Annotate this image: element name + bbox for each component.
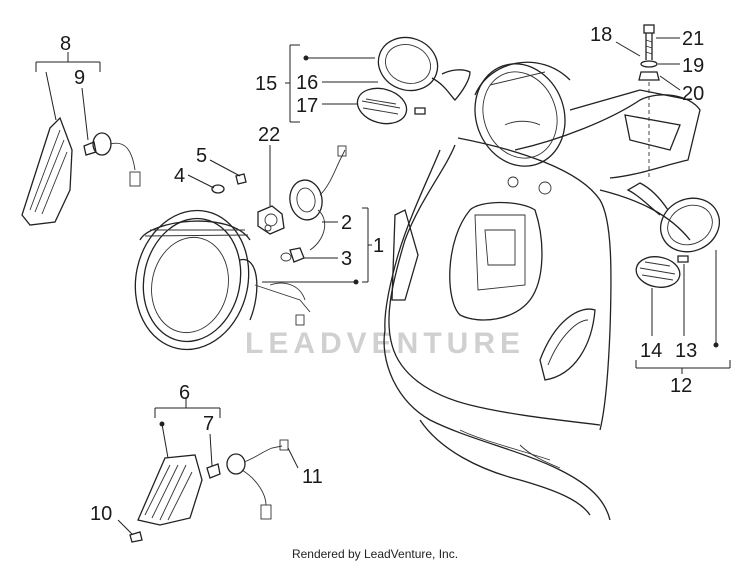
callout-20: 20 (682, 83, 704, 105)
reflector-part-14[interactable] (634, 253, 683, 290)
callout-17: 17 (296, 95, 318, 117)
callout-16: 16 (296, 72, 318, 94)
front-shield-body (383, 61, 701, 521)
callout-15: 15 (255, 73, 277, 95)
nut-part-20[interactable] (638, 71, 660, 81)
callout-6: 6 (179, 382, 190, 404)
callout-labels: 8 9 5 4 22 2 3 1 15 16 17 18 21 19 20 14… (60, 24, 704, 525)
bulb-cover-part-2[interactable] (287, 145, 347, 251)
screw-part-13[interactable] (677, 255, 689, 263)
callout-14: 14 (640, 340, 662, 362)
bolt-part-21[interactable] (643, 24, 655, 60)
callout-21: 21 (682, 28, 704, 50)
screw-part-10[interactable] (129, 531, 143, 543)
bulb-socket-part-9[interactable] (83, 132, 141, 187)
callout-10: 10 (90, 503, 112, 525)
callout-2: 2 (341, 212, 352, 234)
taillight-lens-part-8[interactable] (21, 116, 73, 226)
bulb-part-7[interactable] (206, 463, 221, 479)
turn-signal-lens-part-6[interactable] (137, 454, 203, 526)
bulb-part-3[interactable] (280, 247, 305, 263)
mirror-left-part-16[interactable] (371, 29, 471, 101)
headlight-assembly-part-1[interactable] (123, 200, 311, 360)
callout-3: 3 (341, 248, 352, 270)
screw-part-5[interactable] (235, 173, 247, 185)
callout-9: 9 (74, 67, 85, 89)
callout-8: 8 (60, 33, 71, 55)
callout-1: 1 (373, 235, 384, 257)
callout-5: 5 (196, 145, 207, 167)
callout-4: 4 (174, 165, 185, 187)
footer-credit: Rendered by LeadVenture, Inc. (291, 547, 459, 561)
socket-wire-part-11[interactable] (226, 439, 289, 520)
callout-11: 11 (302, 466, 323, 488)
screw-part-17b[interactable] (414, 107, 426, 115)
callout-18: 18 (590, 24, 612, 46)
washer-part-19[interactable] (640, 60, 658, 68)
callout-13: 13 (675, 340, 697, 362)
washer-part-4[interactable] (211, 184, 225, 194)
reflector-part-17[interactable] (353, 83, 410, 129)
callout-22: 22 (258, 124, 280, 146)
mirror-right-part-12[interactable] (626, 182, 728, 261)
leader-lines (35, 37, 731, 535)
bulb-holder-part-22[interactable] (257, 205, 285, 235)
callout-12: 12 (670, 375, 692, 397)
callout-7: 7 (203, 413, 214, 435)
leadventure-watermark: LEADVENTURE (245, 327, 525, 360)
callout-19: 19 (682, 55, 704, 77)
